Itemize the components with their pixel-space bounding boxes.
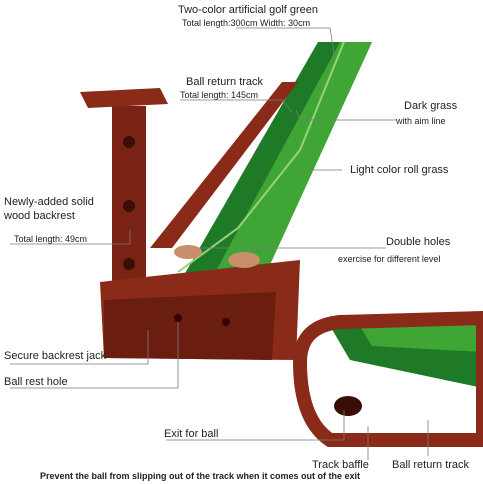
label-backrest-1: Newly-added solid [4, 196, 94, 208]
base-front [104, 292, 276, 360]
label-backrest-length: Total length: 49cm [14, 234, 88, 244]
cup-hole [174, 245, 202, 259]
ball-rest-hole [222, 318, 230, 326]
inset-frame [292, 310, 483, 447]
ball-rest-hole [174, 314, 182, 322]
label-rest-hole: Ball rest hole [4, 376, 68, 388]
aim-line [177, 41, 345, 273]
label-aim-line: with aim line [396, 116, 446, 126]
backrest-hole [123, 258, 135, 270]
inset-light [360, 324, 483, 352]
leader-lines [10, 27, 429, 460]
return-track-rail [150, 82, 298, 248]
label-exit: Exit for ball [164, 428, 219, 440]
label-return-track: Ball return track [392, 459, 470, 471]
label-backrest-2: wood backrest [4, 210, 75, 222]
label-dark-grass: Dark grass [404, 100, 458, 112]
label-track-title: Ball return track [186, 76, 264, 88]
label-baffle: Track baffle [312, 459, 369, 471]
label-green-size: Total length:300cm Width: 30cm [182, 18, 311, 28]
label-jack: Secure backrest jack [4, 350, 107, 362]
label-double-holes: Double holes [386, 236, 451, 248]
backrest-hole [123, 136, 135, 148]
inset-exit [334, 396, 362, 416]
cup-hole [228, 252, 260, 268]
backrest-top [80, 88, 168, 108]
backrest-hole [123, 200, 135, 212]
label-green-title: Two-color artificial golf green [178, 4, 319, 16]
label-light-grass: Light color roll grass [350, 164, 449, 176]
label-double-holes-sub: exercise for different level [338, 254, 441, 264]
label-track-length: Total length: 145cm [180, 90, 259, 100]
footer-caption: Prevent the ball from slipping out of th… [40, 471, 361, 481]
